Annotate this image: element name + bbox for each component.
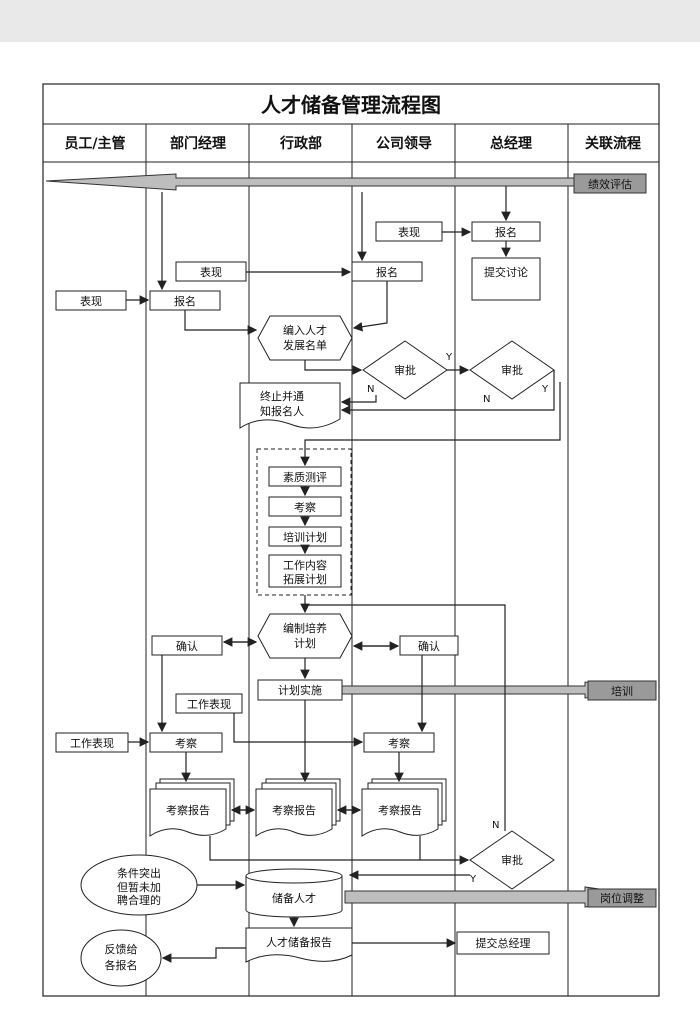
top-bar [0, 0, 700, 42]
node-approve-leader [362, 340, 448, 400]
svg-text:知报名人: 知报名人 [260, 404, 304, 418]
svg-text:报名: 报名 [174, 294, 196, 308]
svg-text:确认: 确认 [418, 640, 440, 653]
svg-text:表现: 表现 [200, 265, 222, 279]
node-make-plan [257, 613, 353, 659]
svg-text:N: N [367, 384, 374, 395]
node-submit-discussion [471, 257, 541, 301]
svg-text:工作表现: 工作表现 [70, 736, 114, 750]
lane-header-leader: 公司领导 [376, 135, 432, 152]
svg-text:审批: 审批 [394, 363, 416, 377]
svg-text:计划: 计划 [294, 637, 316, 650]
svg-text:表现: 表现 [80, 294, 102, 308]
svg-text:计划实施: 计划实施 [278, 683, 322, 697]
svg-text:考察报告: 考察报告 [272, 803, 316, 817]
svg-text:编入人才: 编入人才 [283, 323, 327, 337]
lane-header-admin: 行政部 [279, 135, 322, 152]
node-compile-list [257, 315, 353, 361]
svg-text:考察报告: 考察报告 [378, 803, 422, 817]
svg-text:但暂未加: 但暂未加 [117, 881, 161, 894]
svg-text:审批: 审批 [501, 853, 523, 867]
svg-text:拓展计划: 拓展计划 [283, 572, 327, 586]
svg-text:Y: Y [445, 352, 453, 363]
node-confirm-mgr [151, 635, 223, 656]
svg-text:各报名: 各报名 [105, 958, 138, 972]
related-post-box [587, 888, 657, 908]
related-training-box [587, 680, 657, 701]
svg-text:考察: 考察 [294, 500, 316, 514]
node-work-perf-mgr [175, 693, 243, 714]
related-training-label: 培训 [611, 684, 633, 698]
svg-text:终止并通: 终止并通 [260, 389, 304, 403]
node-implement [257, 679, 343, 701]
node-submit-gm [456, 931, 550, 955]
node-stop-notify [239, 382, 341, 429]
related-perf-box [573, 173, 647, 194]
svg-text:N: N [483, 394, 490, 405]
svg-text:报名: 报名 [495, 225, 517, 239]
chart-title: 人才储备管理流程图 [261, 93, 441, 117]
svg-text:报名: 报名 [376, 265, 398, 279]
svg-text:Y: Y [541, 384, 549, 395]
lane-header-related: 关联流程 [585, 135, 641, 152]
svg-text:考察报告: 考察报告 [166, 803, 210, 817]
svg-text:编制培养: 编制培养 [283, 621, 327, 635]
svg-text:N: N [492, 820, 499, 831]
node-confirm-leader [399, 635, 459, 656]
related-post-label: 岗位调整 [600, 891, 644, 905]
node-reserve-db: 储备人才 [245, 868, 343, 918]
svg-text:提交讨论: 提交讨论 [484, 265, 528, 279]
svg-text:确认: 确认 [176, 640, 198, 653]
node-reserve-report [245, 927, 353, 963]
svg-text:工作表现: 工作表现 [187, 697, 231, 711]
svg-text:储备人才: 储备人才 [272, 891, 316, 905]
svg-text:提交总经理: 提交总经理 [476, 936, 531, 950]
node-report-leader: 考察报告 [361, 778, 447, 837]
svg-text:发展名单: 发展名单 [283, 338, 327, 352]
svg-text:Y: Y [469, 874, 477, 885]
eval-group [256, 448, 352, 596]
svg-text:聘合理的: 聘合理的 [117, 893, 161, 907]
svg-text:表现: 表现 [398, 225, 420, 239]
svg-text:人才储备报告: 人才储备报告 [266, 935, 332, 949]
node-work-expand [268, 554, 342, 588]
svg-text:考察: 考察 [388, 736, 410, 750]
svg-text:审批: 审批 [501, 363, 523, 377]
svg-text:素质测评: 素质测评 [283, 471, 327, 484]
node-report-admin: 考察报告 [255, 778, 341, 837]
node-feedback [80, 929, 162, 987]
svg-text:工作内容: 工作内容 [283, 558, 327, 572]
svg-text:条件突出: 条件突出 [117, 866, 161, 880]
lane-header-gm: 总经理 [490, 135, 532, 152]
lane-header-employee: 员工/主管 [64, 135, 125, 152]
svg-text:培训计划: 培训计划 [283, 530, 327, 544]
node-report-mgr: 考察报告 [149, 778, 235, 837]
svg-text:反馈给: 反馈给 [105, 943, 138, 956]
node-approve-final [469, 830, 555, 890]
connectors [126, 186, 561, 963]
node-approve-gm [469, 340, 555, 400]
related-perf-label: 绩效评估 [588, 177, 632, 191]
svg-text:考察: 考察 [175, 736, 197, 750]
lane-header-dept-manager: 部门经理 [170, 135, 226, 152]
